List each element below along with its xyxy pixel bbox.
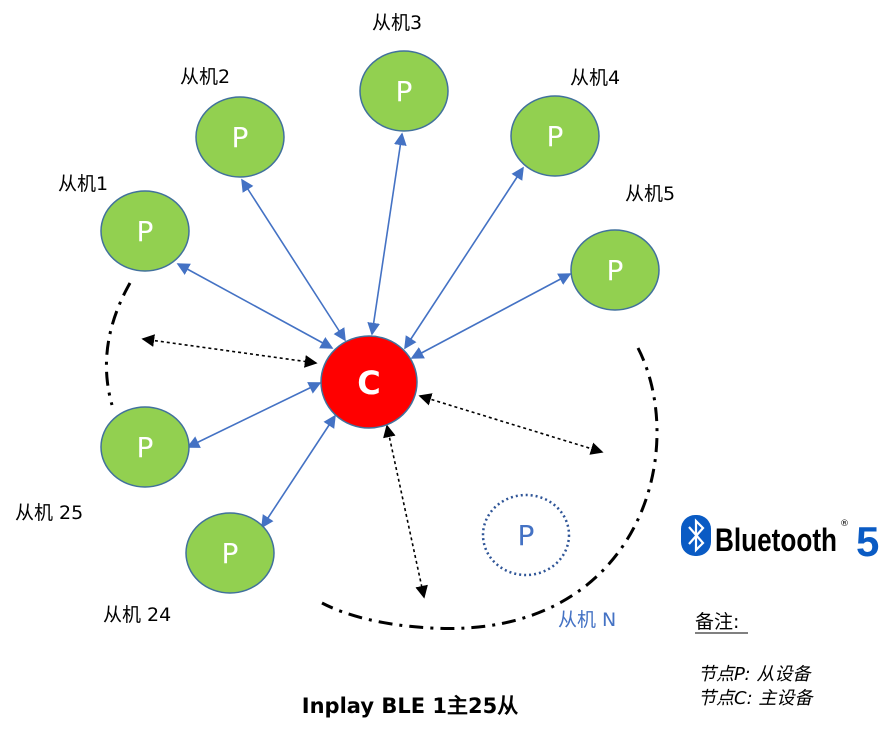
node-slave5: P	[570, 229, 660, 311]
label-slaveN: 从机 N	[558, 609, 616, 631]
link-slave3	[367, 132, 407, 336]
svg-text:C: C	[357, 364, 380, 402]
svg-text:P: P	[396, 75, 413, 108]
node-slave3: P	[359, 50, 449, 132]
label-slave25: 从机 25	[15, 502, 83, 524]
node-slave1: P	[100, 190, 190, 272]
bluetooth-brand: Bluetooth	[715, 522, 837, 558]
link-slave2	[241, 178, 346, 342]
dotted-link-left	[141, 334, 318, 368]
svg-text:P: P	[137, 215, 154, 248]
node-central: C	[320, 335, 418, 429]
svg-text:P: P	[518, 519, 535, 552]
dotted-link-right	[418, 393, 604, 455]
link-slave5	[410, 273, 572, 359]
bluetooth-logo: Bluetooth ® 5	[681, 515, 879, 565]
bluetooth-registered: ®	[840, 519, 849, 529]
link-slave25	[186, 382, 322, 448]
note-line-p: 节点P: 从设备	[698, 664, 812, 685]
node-slave24: P	[185, 512, 275, 594]
notes-heading: 备注:	[695, 611, 739, 633]
diagram-title: Inplay BLE 1主25从	[302, 694, 518, 718]
node-slave4: P	[510, 95, 600, 177]
dotted-link-bottom	[383, 424, 428, 599]
svg-text:P: P	[222, 537, 239, 570]
link-slave24	[261, 414, 336, 529]
node-slave2: P	[195, 96, 285, 178]
label-slave2: 从机2	[180, 66, 230, 88]
bluetooth-version: 5	[856, 518, 879, 565]
right-arc	[321, 347, 659, 630]
left-arc	[104, 282, 132, 406]
label-slave3: 从机3	[372, 12, 422, 34]
link-slave4	[404, 166, 524, 350]
link-slave1	[176, 263, 334, 349]
svg-text:P: P	[137, 431, 154, 464]
svg-text:P: P	[607, 254, 624, 287]
svg-text:P: P	[232, 121, 249, 154]
label-slave24: 从机 24	[103, 604, 171, 626]
node-slaveN: P	[481, 493, 571, 577]
label-slave5: 从机5	[625, 183, 675, 205]
node-slave25: P	[100, 406, 190, 488]
note-line-c: 节点C: 主设备	[698, 688, 814, 709]
svg-text:P: P	[547, 120, 564, 153]
label-slave4: 从机4	[570, 67, 620, 89]
label-slave1: 从机1	[58, 173, 108, 195]
